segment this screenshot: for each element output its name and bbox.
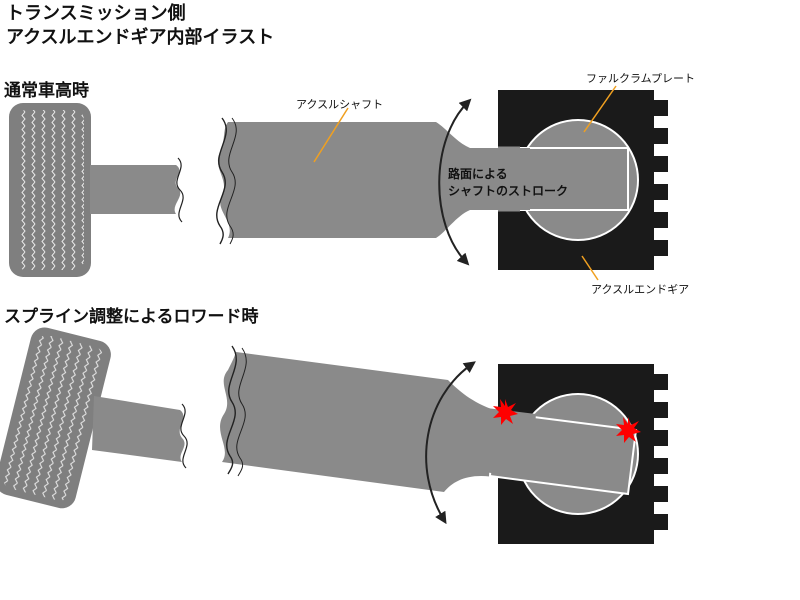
leader-axle-shaft-normal [313, 107, 349, 163]
tire-normal [9, 103, 91, 277]
label-fulcrum-plate: ファルクラムプレート [586, 72, 696, 85]
wheel-stub-shaft-lowered [92, 396, 185, 462]
normal-diagram [9, 85, 668, 281]
break-mark-gear-side-normal [216, 117, 227, 245]
impact-mark-right [616, 417, 641, 443]
label-shaft-stroke: 路面による シャフトのストローク [448, 166, 568, 200]
break-mark-wheel-side-lowered [180, 403, 188, 469]
label-axle-shaft: アクスルシャフト [296, 98, 384, 111]
leader-axle-end-gear [581, 255, 599, 281]
section-normal-height: 通常車高時 [4, 81, 89, 101]
section-lowered: スプライン調整によるロワード時 [4, 307, 259, 327]
title-line-1: トランスミッション側 [6, 3, 186, 24]
tire-lowered [0, 327, 111, 509]
wheel-stub-shaft-normal [90, 165, 181, 214]
leader-fulcrum-plate [583, 85, 617, 133]
title-line-2: アクスルエンドギア内部イラスト [6, 27, 275, 48]
lowered-diagram [0, 327, 668, 544]
label-shaft-stroke-line-2: シャフトのストローク [448, 184, 569, 198]
label-axle-end-gear: アクスルエンドギア [591, 283, 690, 296]
stroke-arrow-lowered [425, 361, 476, 525]
break-mark-gear-side-lowered [226, 345, 237, 475]
label-shaft-stroke-line-1: 路面による [448, 167, 508, 181]
break-mark-wheel-side-normal [176, 157, 184, 223]
impact-mark-upper-left [493, 399, 518, 425]
stroke-arrow-normal [438, 98, 472, 266]
